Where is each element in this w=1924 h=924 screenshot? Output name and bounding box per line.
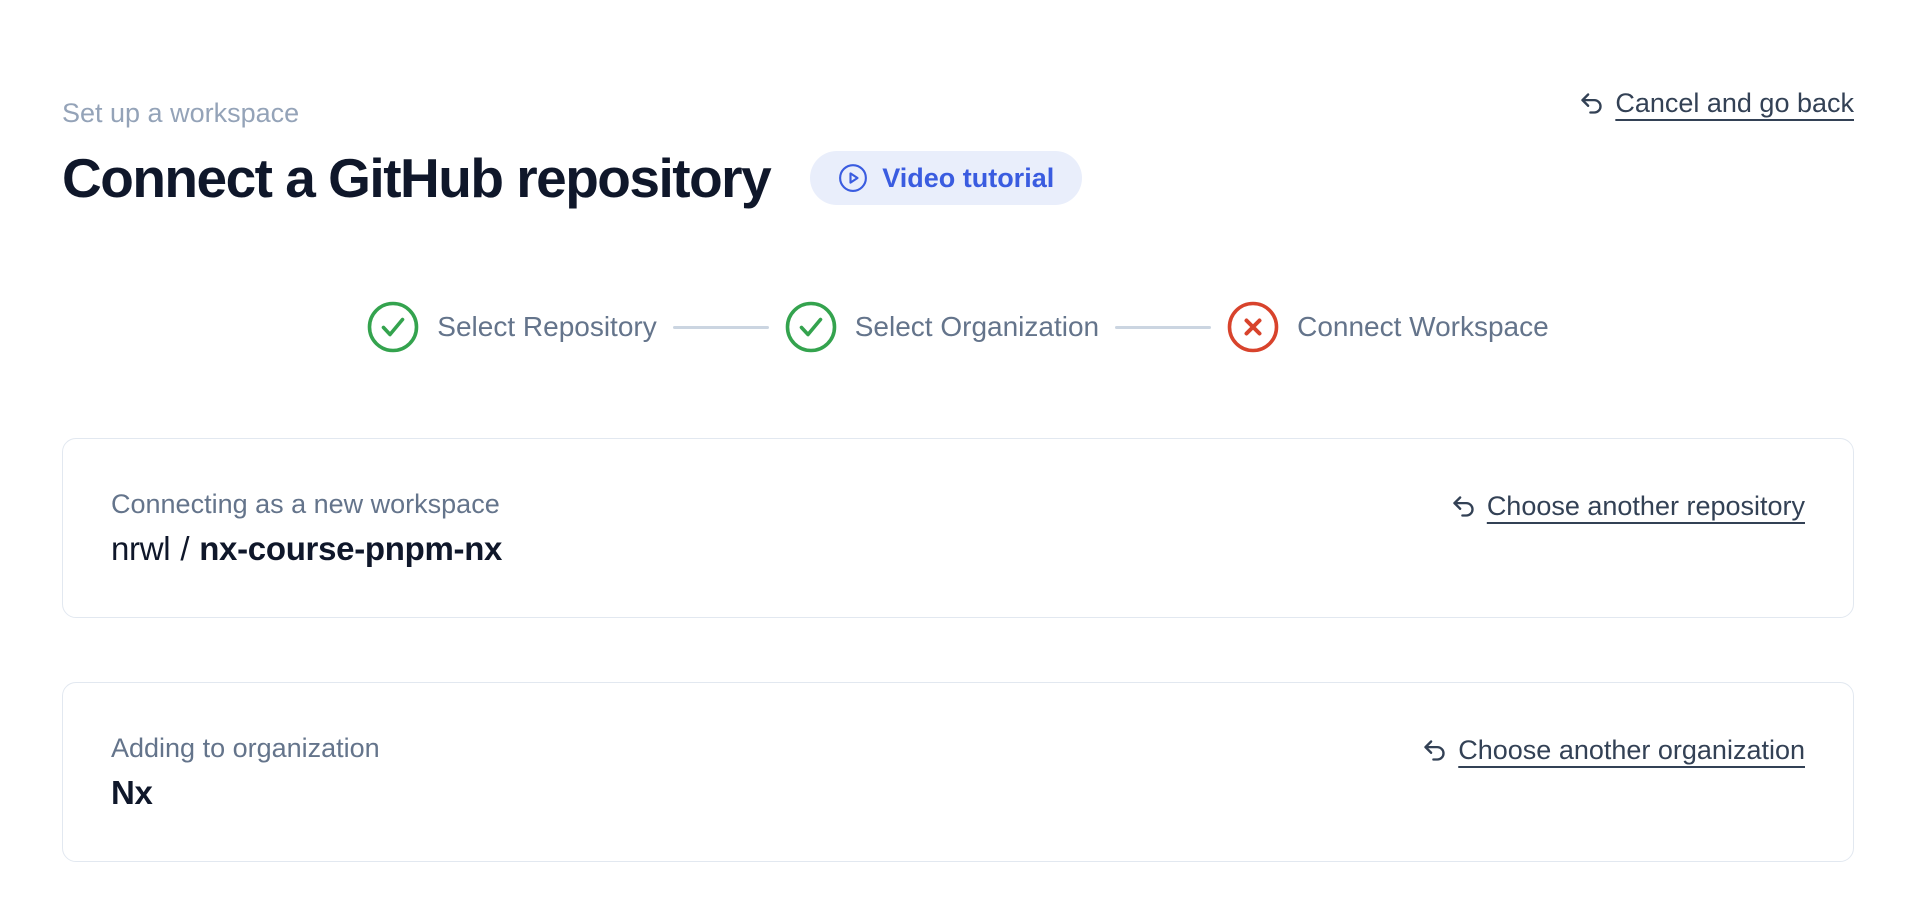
repository-card: Connecting as a new workspace nrwl/nx-co… xyxy=(62,438,1854,618)
top-bar: Set up a workspace Cancel and go back xyxy=(62,86,1854,130)
step-connect-workspace: Connect Workspace xyxy=(1227,301,1549,353)
choose-organization-label: Choose another organization xyxy=(1458,735,1805,765)
check-circle-icon xyxy=(785,301,837,353)
choose-another-repository-link[interactable]: Choose another repository xyxy=(1450,489,1805,523)
step-label: Select Organization xyxy=(854,311,1100,342)
repository-card-info: Connecting as a new workspace nrwl/nx-co… xyxy=(111,487,502,569)
play-circle-icon xyxy=(838,163,868,193)
organization-card-info: Adding to organization Nx xyxy=(111,731,380,813)
page-title: Connect a GitHub repository xyxy=(62,147,772,209)
repository-full-name: nrwl/nx-course-pnpm-nx xyxy=(111,529,502,569)
step-select-repository: Select Repository xyxy=(367,301,657,353)
organization-card: Adding to organization Nx Choose another… xyxy=(62,682,1854,862)
step-connector xyxy=(1115,325,1212,329)
organization-name-row: Nx xyxy=(111,773,380,813)
eyebrow-label: Set up a workspace xyxy=(62,98,300,128)
organization-name: Nx xyxy=(111,774,153,811)
repository-name: nx-course-pnpm-nx xyxy=(199,530,503,567)
undo-icon xyxy=(1450,493,1477,520)
check-circle-icon xyxy=(367,301,419,353)
video-tutorial-label: Video tutorial xyxy=(882,162,1055,193)
step-select-organization: Select Organization xyxy=(785,301,1099,353)
repository-card-label: Connecting as a new workspace xyxy=(111,489,500,519)
undo-icon xyxy=(1421,737,1448,764)
title-row: Connect a GitHub repository Video tutori… xyxy=(62,145,1854,211)
video-tutorial-button[interactable]: Video tutorial xyxy=(810,151,1083,205)
choose-repository-label: Choose another repository xyxy=(1486,491,1805,521)
x-circle-icon xyxy=(1227,301,1279,353)
cancel-link-label: Cancel and go back xyxy=(1615,88,1854,118)
repository-owner: nrwl xyxy=(111,530,171,567)
step-label: Select Repository xyxy=(437,311,657,342)
undo-icon xyxy=(1578,90,1605,117)
step-connector xyxy=(672,325,769,329)
step-label: Connect Workspace xyxy=(1297,311,1549,342)
repository-separator: / xyxy=(180,530,190,567)
organization-card-label: Adding to organization xyxy=(111,733,380,763)
choose-another-organization-link[interactable]: Choose another organization xyxy=(1421,733,1805,767)
wizard-stepper: Select Repository Select Organization Co… xyxy=(62,301,1854,353)
cancel-and-go-back-link[interactable]: Cancel and go back xyxy=(1578,86,1854,120)
